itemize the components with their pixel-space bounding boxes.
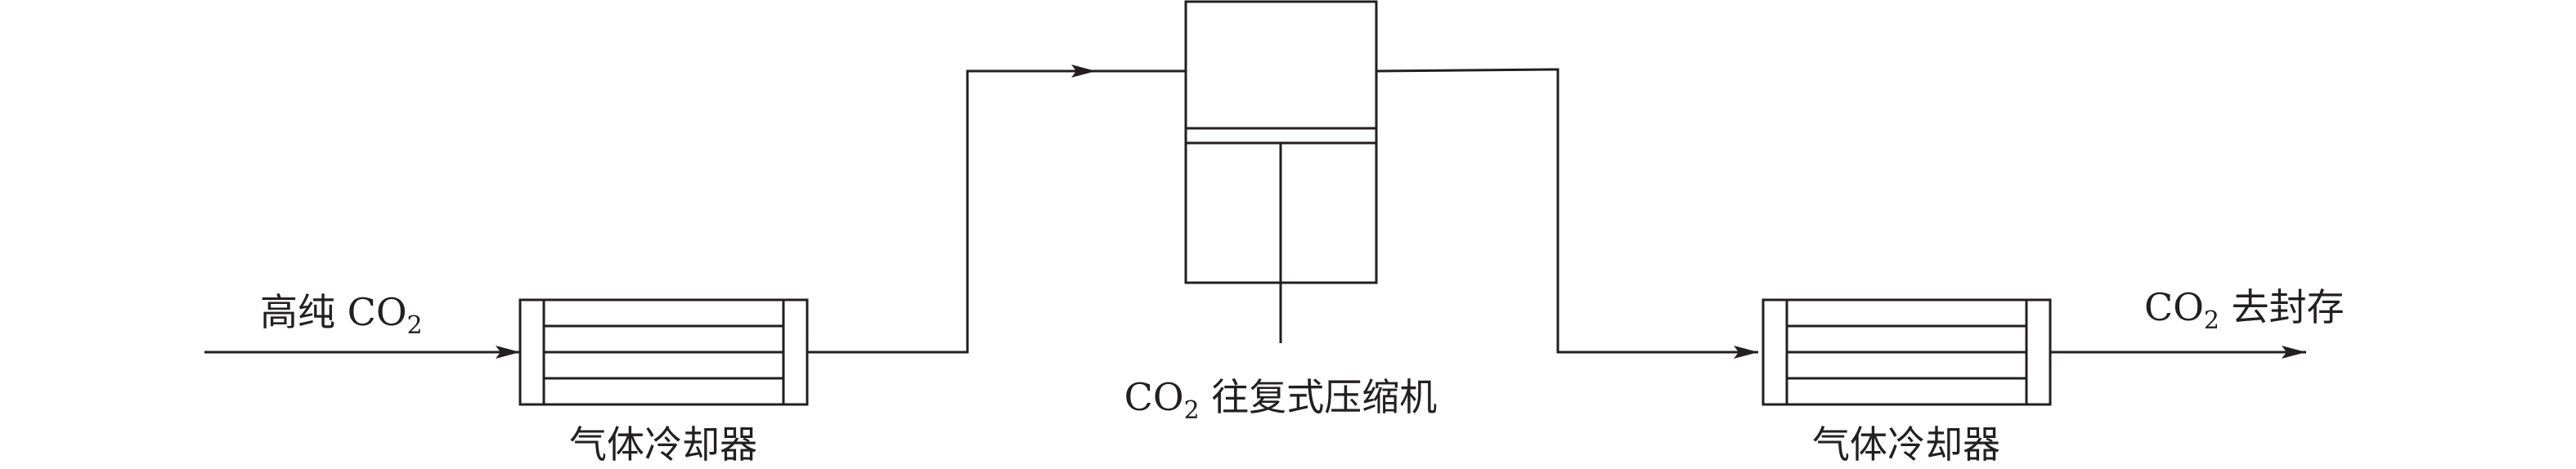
inlet-label: 高纯 CO2 bbox=[260, 290, 423, 340]
cooler-left-label: 气体冷却器 bbox=[569, 422, 757, 467]
outlet-label: CO2 去封存 bbox=[2144, 285, 2345, 335]
pipe-compressor-to-cooler bbox=[1376, 68, 1758, 359]
pipe-cooler-to-compressor bbox=[807, 65, 1096, 354]
gas-cooler-left bbox=[518, 298, 809, 406]
reciprocating-compressor bbox=[1184, 0, 1378, 343]
cooler-right-label: 气体冷却器 bbox=[1812, 422, 2000, 467]
gas-cooler-right bbox=[1761, 298, 2052, 406]
compressor-label: CO2 往复式压缩机 bbox=[1124, 375, 1438, 425]
